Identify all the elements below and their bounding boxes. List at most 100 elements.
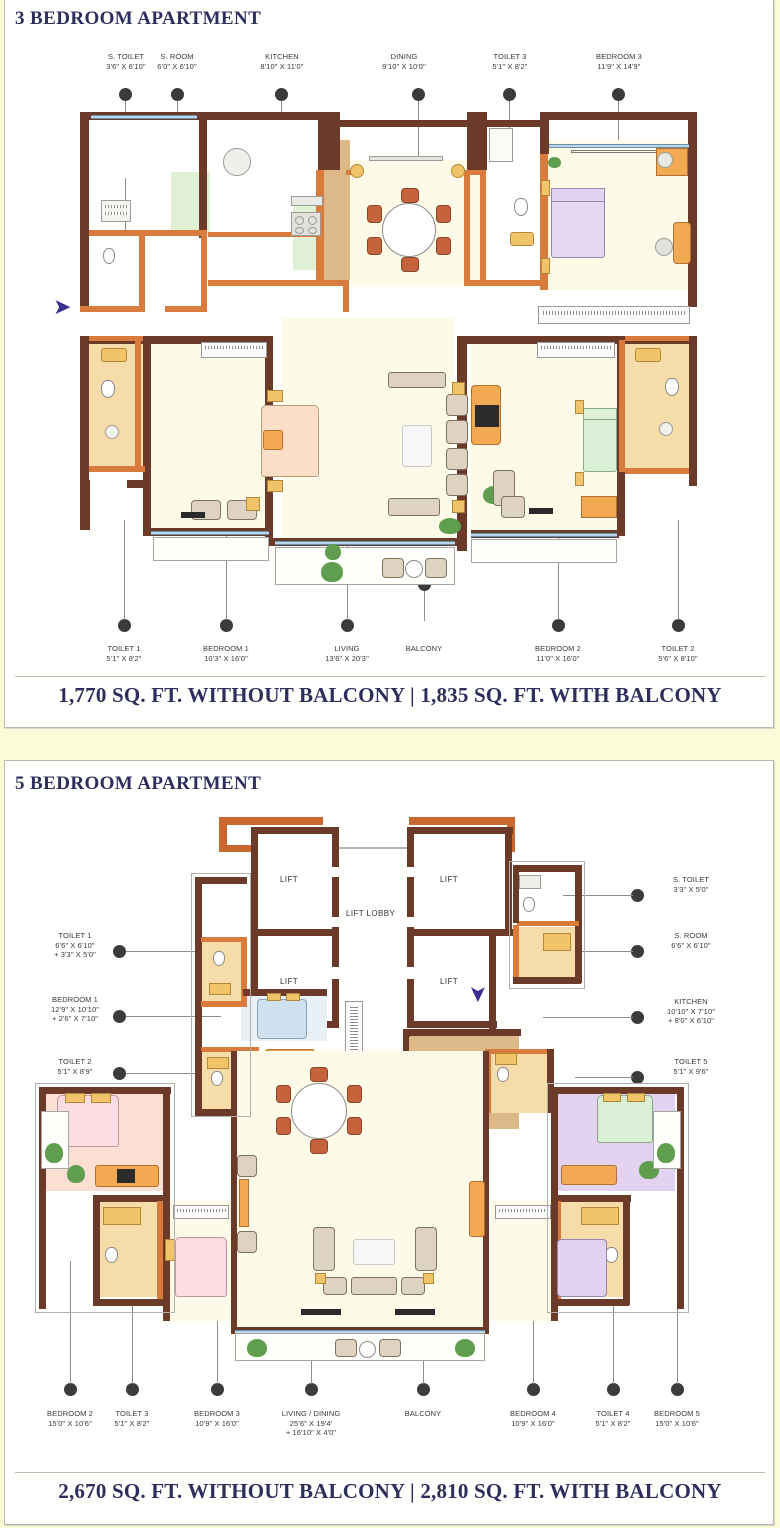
partition-wall <box>208 280 343 286</box>
wardrobe <box>201 342 267 358</box>
dining-chair <box>436 237 451 255</box>
callout-s-toilet: S. TOILET 3'6" X 6'10" <box>106 52 146 71</box>
dining-chair <box>276 1085 291 1103</box>
wing-outline <box>547 1083 689 1313</box>
lift-lobby-label: LIFT LOBBY <box>346 909 396 918</box>
wall <box>231 1051 237 1333</box>
callout-dot <box>552 619 565 632</box>
callout-dot <box>612 88 625 101</box>
armchair <box>673 222 691 264</box>
callout-dot <box>126 1383 139 1396</box>
partition-wall <box>241 941 247 1005</box>
pillow <box>627 1093 645 1102</box>
room-fill <box>89 118 199 178</box>
wall <box>407 929 513 936</box>
decor-medallion <box>451 164 465 178</box>
wall <box>143 336 151 536</box>
center-table <box>353 1239 395 1265</box>
wardrobe <box>538 306 690 324</box>
fixture-detail <box>103 212 129 215</box>
pillow <box>263 430 283 450</box>
partition-wall <box>139 236 145 312</box>
wall <box>513 871 519 923</box>
vanity <box>495 1053 517 1065</box>
callout-living-dining: LIVING / DINING 25'6" X 19'4' + 16'10" X… <box>281 1409 341 1437</box>
fixture <box>519 875 541 889</box>
wall <box>207 112 322 120</box>
wall <box>407 877 414 917</box>
wall <box>407 927 414 967</box>
plant-icon <box>657 1143 675 1163</box>
callout-dot <box>113 1010 126 1023</box>
armchair <box>237 1231 257 1253</box>
armchair <box>237 1155 257 1177</box>
dining-chair <box>347 1085 362 1103</box>
plant-icon <box>321 562 343 582</box>
armchair <box>446 394 468 416</box>
callout-dot <box>527 1383 540 1396</box>
callout-dot <box>412 88 425 101</box>
callout-dot <box>275 88 288 101</box>
callout-bedroom-1: BEDROOM 1 12'9" X 10'10" + 2'6" X 7'10" <box>51 995 99 1023</box>
callout-leader <box>126 1073 198 1074</box>
callout-s-toilet: S. TOILET 3'3" X 5'0" <box>672 875 710 894</box>
plant-icon <box>67 1165 85 1183</box>
nightstand <box>575 400 584 414</box>
partition-wall <box>89 336 143 341</box>
wall <box>407 979 414 1027</box>
nightstand <box>267 480 283 492</box>
callout-toilet-5: TOILET 5 5'1" X 9'6" <box>673 1057 709 1076</box>
callout-leader <box>124 520 125 620</box>
wall <box>251 827 258 1027</box>
callout-dot <box>671 1383 684 1396</box>
wall <box>549 112 697 120</box>
callout-toilet-4: TOILET 4 5'1" X 8'2" <box>595 1409 631 1428</box>
callout-leader <box>677 1261 678 1384</box>
dining-chair <box>401 257 419 272</box>
lift-label-4: LIFT <box>440 977 459 986</box>
callout-toilet-2: TOILET 2 5'6" X 8'10" <box>658 644 698 663</box>
console <box>469 1181 485 1237</box>
wall <box>340 120 470 127</box>
callout-dot <box>119 88 132 101</box>
wardrobe-detail <box>175 1209 227 1212</box>
side-table <box>452 500 465 513</box>
callout-s-room: S. ROOM 6'6" X 6'10" <box>671 931 711 950</box>
callout-dining: DINING 9'10" X 10'0" <box>382 52 426 71</box>
pillow <box>267 993 281 1001</box>
balcony-table <box>359 1341 376 1358</box>
balcony-table <box>405 560 423 578</box>
callout-dot <box>607 1383 620 1396</box>
callout-leader <box>575 1077 633 1078</box>
callout-dot <box>113 945 126 958</box>
callout-leader <box>424 591 425 621</box>
plant-icon <box>325 544 341 560</box>
wall <box>487 120 547 127</box>
tv-unit <box>395 1309 435 1315</box>
callout-dot <box>672 619 685 632</box>
side-table <box>452 382 465 395</box>
balcony-chair <box>335 1339 357 1357</box>
floor-plan-drawing-5-bedroom: LIFT LIFT LIFT LIFT LIFT LOBBY ➤ <box>5 761 775 1401</box>
lift-shaft-fill <box>413 833 505 931</box>
plant-icon <box>45 1143 63 1163</box>
bed-bedroom-5 <box>597 1095 653 1143</box>
balcony <box>153 537 269 561</box>
callout-bedroom-1: BEDROOM 1 10'3" X 16'0" <box>203 644 249 663</box>
armchair <box>501 496 525 518</box>
wardrobe <box>173 1205 229 1219</box>
decor-medallion <box>350 164 364 178</box>
burner <box>308 216 317 225</box>
armchair <box>446 448 468 470</box>
plan-panel-5-bedroom: 5 BEDROOM APARTMENT TOILET 1 6'6" X 6'10… <box>4 760 774 1525</box>
wing-outline <box>35 1083 175 1313</box>
callout-dot <box>220 619 233 632</box>
partition-wall <box>625 336 689 341</box>
armchair <box>446 420 468 444</box>
side-table <box>315 1273 326 1284</box>
balcony-chair <box>379 1339 401 1357</box>
callout-dot <box>171 88 184 101</box>
dining-chair <box>367 237 382 255</box>
wc-fixture <box>213 951 225 966</box>
nightstand <box>541 180 550 196</box>
